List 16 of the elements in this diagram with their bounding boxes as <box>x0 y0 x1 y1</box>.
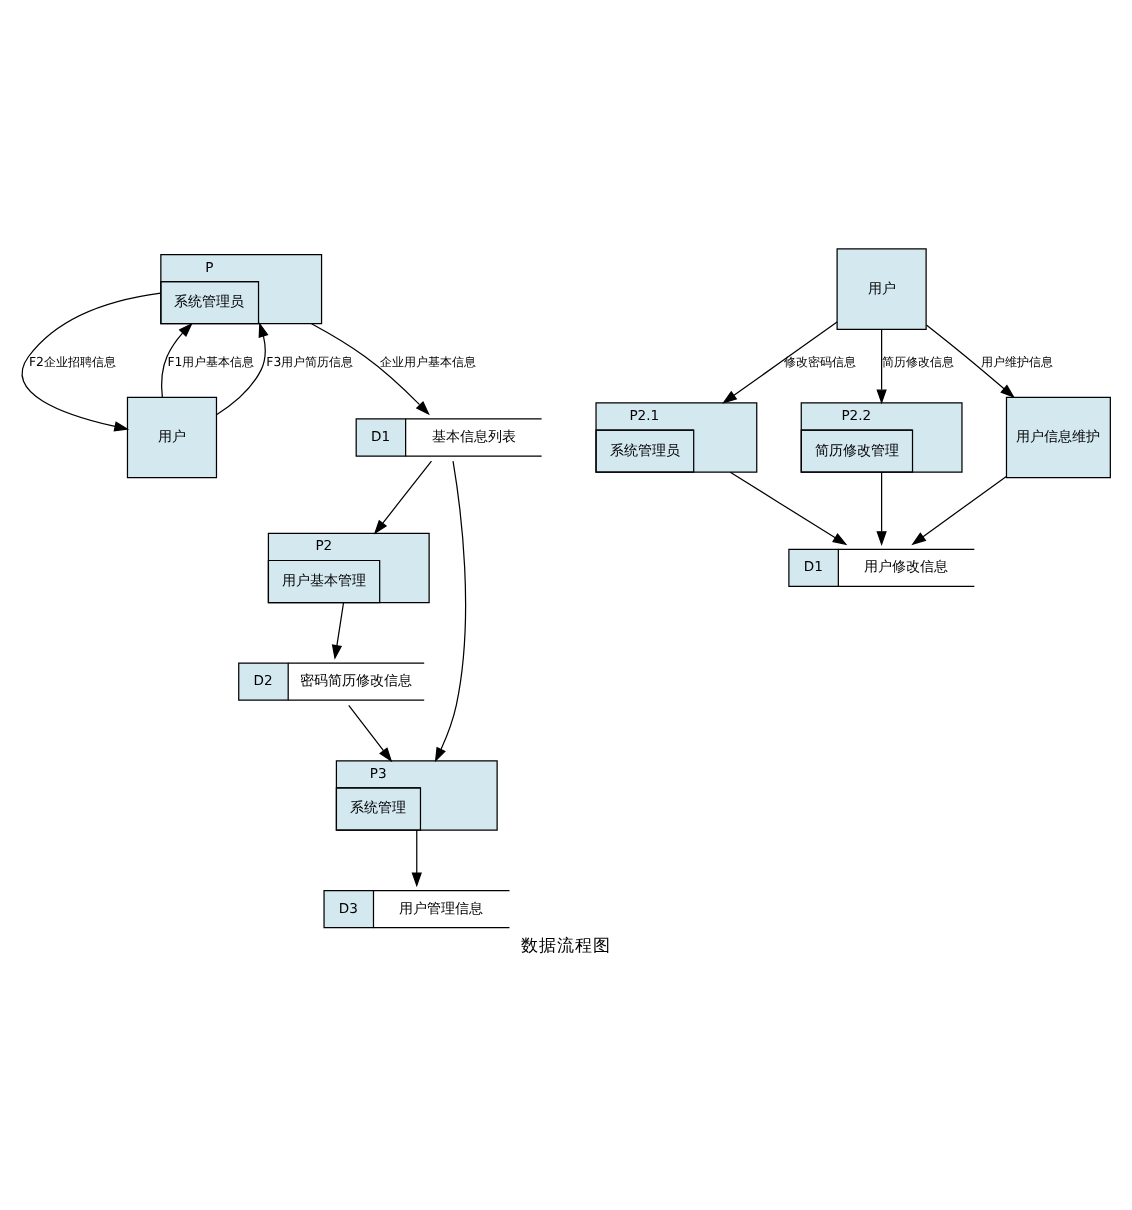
arrow <box>876 471 887 547</box>
arrow <box>331 601 345 660</box>
arrow <box>925 324 1015 399</box>
arrow <box>876 328 887 405</box>
arrow <box>911 475 1007 546</box>
arrow <box>348 704 393 763</box>
arrow <box>161 322 193 398</box>
arrow <box>411 829 422 888</box>
arrow <box>310 323 430 416</box>
arrow <box>434 460 467 763</box>
arrow <box>215 322 269 416</box>
arrow <box>373 460 433 535</box>
arrow <box>722 321 838 404</box>
arrow <box>21 292 162 432</box>
arrow <box>729 471 848 546</box>
diagram-title: 数据流程图 <box>521 937 611 958</box>
